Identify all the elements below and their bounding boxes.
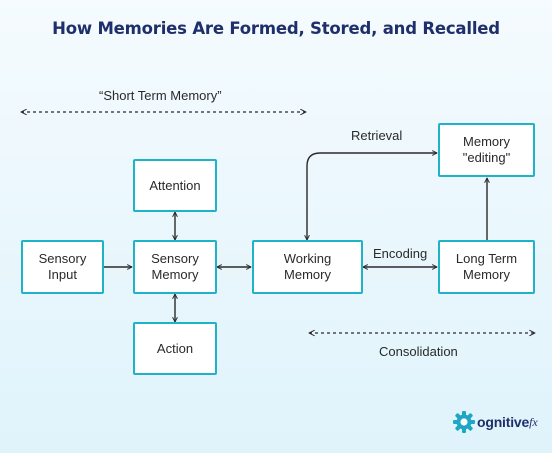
logo-suffix: fx xyxy=(529,414,538,429)
node-attention: Attention xyxy=(133,159,217,212)
node-sensory-memory: Sensory Memory xyxy=(133,240,217,294)
node-long-term-memory: Long Term Memory xyxy=(438,240,535,294)
diagram-title: How Memories Are Formed, Stored, and Rec… xyxy=(52,19,500,38)
node-action: Action xyxy=(133,322,217,375)
retrieval-label: Retrieval xyxy=(351,128,403,143)
node-memory-editing: Memory "editing" xyxy=(438,123,535,177)
gear-icon xyxy=(453,411,475,433)
short-term-memory-label: “Short Term Memory” xyxy=(99,88,222,103)
node-sensory-input: Sensory Input xyxy=(21,240,104,294)
encoding-label: Encoding xyxy=(373,246,428,261)
node-working-memory: Working Memory xyxy=(252,240,363,294)
logo-text: ognitive xyxy=(477,414,530,430)
consolidation-label: Consolidation xyxy=(379,344,458,359)
arrow-retrieval xyxy=(307,153,437,240)
